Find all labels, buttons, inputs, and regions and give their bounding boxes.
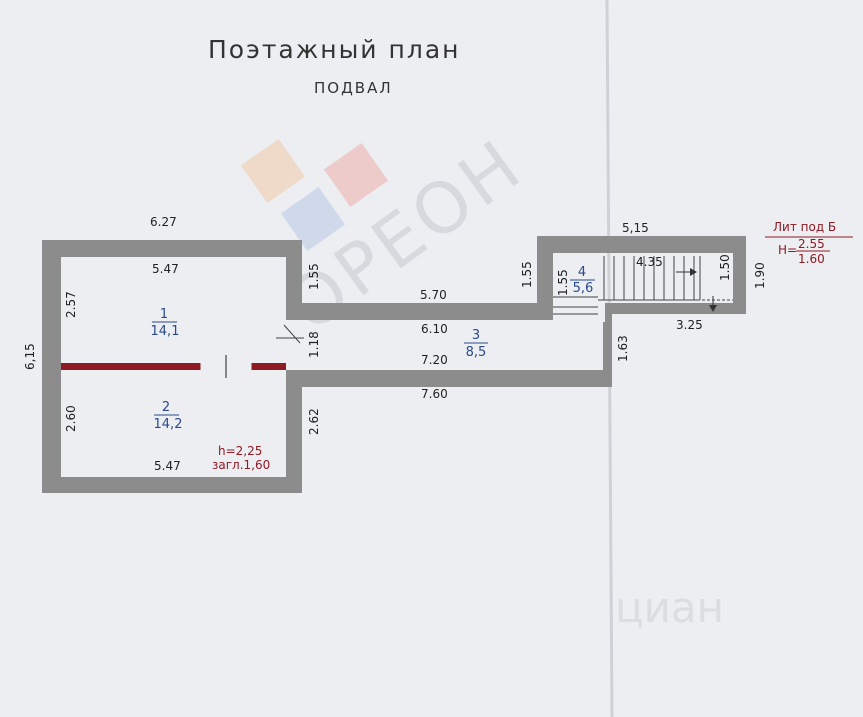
height-note-h: h=2,25 <box>218 444 262 458</box>
dim-corridor-bottom-outer: 7.60 <box>421 387 448 401</box>
opening-room1-corridor <box>286 320 304 370</box>
dim-corridor-right: 1.63 <box>616 335 630 362</box>
room-label-1: 1 14,1 <box>151 307 180 339</box>
dim-top-total: 6.27 <box>150 215 177 229</box>
dim-corridor-top-inner: 6.10 <box>421 322 448 336</box>
watermark-square-orange <box>240 138 306 204</box>
lit-h-label: Н= <box>778 243 797 257</box>
dim-room2-height: 2.60 <box>64 405 78 432</box>
stair-treads <box>553 256 701 315</box>
dim-stair-bottom: 3.25 <box>676 318 703 332</box>
room-3-area: 8,5 <box>466 345 487 360</box>
dim-room1-height: 2.57 <box>64 291 78 318</box>
plan-subtitle: ПОДВАЛ <box>314 79 393 97</box>
dim-corridor-top-outer: 5.70 <box>420 288 447 302</box>
dim-stair-right-outer: 1.90 <box>753 262 767 289</box>
dim-stair-right-inner: 1.50 <box>718 254 732 281</box>
room-2-number: 2 <box>162 400 170 415</box>
stair-arrow-right <box>676 268 697 276</box>
dim-left-total: 6,15 <box>23 343 37 370</box>
lit-denominator: 1.60 <box>798 252 825 266</box>
dim-room1-right: 1.55 <box>307 263 321 290</box>
room-label-3: 3 8,5 <box>464 328 488 360</box>
plan-title: Поэтажный план <box>208 35 461 64</box>
dim-room4-height: 1.55 <box>556 269 570 296</box>
opening-corridor-stair <box>553 301 605 322</box>
room-2-floor <box>61 370 286 477</box>
dim-corridor-bottom-inner: 7.20 <box>421 353 448 367</box>
dim-room2-right: 2.62 <box>307 408 321 435</box>
height-note-zagl: загл.1,60 <box>212 458 270 472</box>
dim-stair-top: 5,15 <box>622 221 649 235</box>
room-1-floor <box>61 257 286 363</box>
room-4-area: 5,6 <box>573 281 594 296</box>
watermark-corner: циан <box>615 583 724 632</box>
dim-room1-width: 5.47 <box>152 262 179 276</box>
room-label-2: 2 14,2 <box>154 400 183 432</box>
watermark-square-red <box>323 142 389 208</box>
dim-room2-width: 5.47 <box>154 459 181 473</box>
room-3-number: 3 <box>472 328 480 343</box>
dim-stair-left: 1.55 <box>520 261 534 288</box>
room-4-number: 4 <box>578 265 586 280</box>
room-2-area: 14,2 <box>154 417 183 432</box>
dim-door-opening: 1.18 <box>307 331 321 358</box>
watermark-square-blue <box>280 186 346 252</box>
room-label-4: 4 5,6 <box>570 265 595 296</box>
lit-note: Лит под Б Н= 2.55 1.60 <box>765 220 853 266</box>
lit-label: Лит под Б <box>773 220 836 234</box>
lit-numerator: 2.55 <box>798 237 825 251</box>
room-1-number: 1 <box>160 307 168 322</box>
door-swing-1 <box>283 324 301 344</box>
room-1-area: 14,1 <box>151 324 180 339</box>
partition-wall <box>61 363 286 370</box>
dim-stair-run: 4.35 <box>636 255 663 269</box>
